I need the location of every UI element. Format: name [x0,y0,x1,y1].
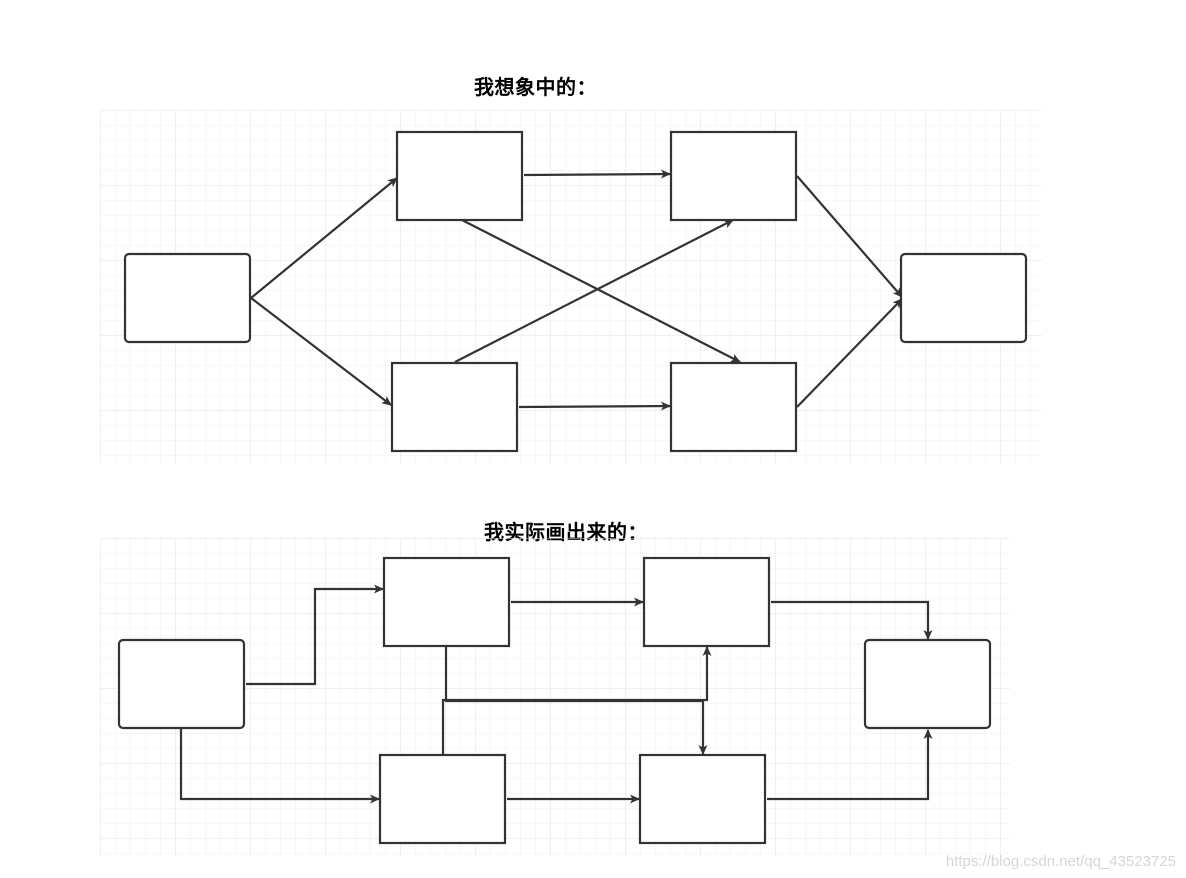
actual-edge-bottom-right-to-end [767,729,933,801]
ideal-diagram-title: 我想象中的： [474,75,597,99]
ideal-node-bottom-right[interactable] [669,361,798,453]
ideal-node-bottom-left[interactable] [390,361,519,453]
watermark-url: https://blog.csdn.net/qq_43523725 [945,853,1176,870]
ideal-edge-bottom-left-to-bottom-right [518,401,671,411]
ideal-edge-bottom-left-to-top-right [454,219,734,363]
actual-node-bottom-left[interactable] [378,753,507,845]
actual-node-start[interactable] [117,638,246,730]
ideal-node-top-right[interactable] [669,130,798,222]
ideal-node-start[interactable] [123,252,252,344]
actual-edge-top-right-to-end [771,600,933,640]
ideal-edge-start-to-top-left [250,177,398,299]
actual-diagram [117,556,992,845]
ideal-diagram [123,130,1028,453]
ideal-edge-bottom-right-to-end [796,298,903,408]
ideal-edge-top-left-to-bottom-right [459,218,741,363]
actual-node-end[interactable] [863,638,992,730]
actual-edge-start-to-bottom-left [179,729,380,804]
actual-node-top-left[interactable] [382,556,511,648]
ideal-edge-start-to-bottom-left [250,297,392,406]
actual-node-top-right[interactable] [642,556,771,648]
ideal-edge-top-left-to-top-right [523,169,671,179]
ideal-node-end[interactable] [899,252,1028,344]
actual-diagram-grid [100,538,1010,856]
actual-edge-start-to-top-left [246,584,384,686]
actual-node-bottom-right[interactable] [638,753,767,845]
ideal-diagram-grid [100,110,1042,464]
ideal-edge-top-right-to-end [796,175,903,298]
actual-edge-bottom-left-to-top-right [441,646,712,755]
ideal-node-top-left[interactable] [395,130,524,222]
